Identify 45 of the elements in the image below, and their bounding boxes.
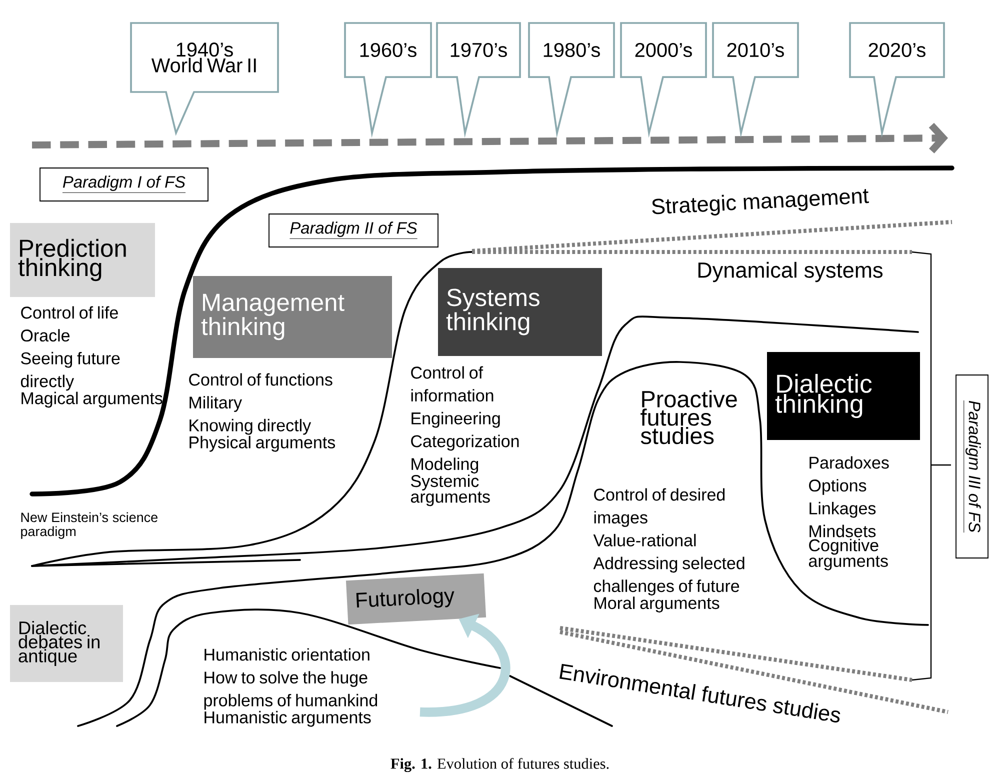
heading-text: Proactive futures studies <box>640 390 737 444</box>
callout-box: 1940’s World War II <box>130 22 279 136</box>
list-item: Engineering <box>412 412 500 428</box>
list-item: Humanistic orientation <box>204 648 370 661</box>
list-item: Linkages <box>810 502 876 518</box>
heading-box: Dialectic thinking <box>767 352 920 440</box>
heading-box: Prediction thinking <box>10 223 155 297</box>
list-item: Knowing directly <box>190 418 312 435</box>
list-item: Paradoxes <box>810 456 889 469</box>
list-item: Magical arguments <box>22 392 162 408</box>
heading-box: Futurology <box>346 573 486 625</box>
list-item: Control of desired images <box>594 488 725 527</box>
paradigm-box: Paradigm II of FS <box>268 214 438 248</box>
list-item: Physical arguments <box>190 436 336 452</box>
callout-box: 2010’s <box>712 22 799 138</box>
list-item: Seeing future directly <box>20 352 120 391</box>
list-item: Control of information <box>411 366 494 402</box>
list-item: Moral arguments <box>594 596 720 612</box>
heading-box: Management thinking <box>193 276 392 358</box>
list-item: Modeling <box>412 458 478 474</box>
heading-box: Dialectic debates in antique <box>10 605 123 682</box>
list-item: Humanistic arguments <box>204 710 371 727</box>
list-item: How to solve the huge problems of humankind <box>204 671 378 710</box>
list-item: Military <box>190 396 242 412</box>
curve-label: Environmental futures studies <box>560 664 840 722</box>
paradigm-box: Paradigm I of FS <box>40 168 208 202</box>
list-item: Cognitive arguments <box>808 538 888 570</box>
callout-box: 2020’s <box>849 22 945 138</box>
list-item: Addressing selected challenges of future <box>593 556 744 596</box>
callout-box: 1960’s <box>344 22 432 138</box>
note-text: New Einstein’s science paradigm <box>21 512 158 539</box>
callout-box: 2000’s <box>620 22 707 138</box>
list-item: Value-rational <box>593 534 696 546</box>
curve-label: Dynamical systems <box>698 262 882 282</box>
list-item: Oracle <box>21 329 70 342</box>
list-item: Systemic arguments <box>410 474 490 506</box>
caption: Fig. 1. Evolution of futures studies. <box>390 758 609 772</box>
callout-box: 1980’s <box>528 22 615 138</box>
callout-box: 1970’s <box>436 22 521 138</box>
heading-box: Systems thinking <box>438 268 602 356</box>
list-item: Mindsets <box>810 524 876 538</box>
list-item: Categorization <box>411 434 519 451</box>
paradigm-box: Paradigm III of FS <box>956 374 988 558</box>
curve-label: Strategic management <box>652 189 869 216</box>
list-item: Options <box>809 479 866 495</box>
